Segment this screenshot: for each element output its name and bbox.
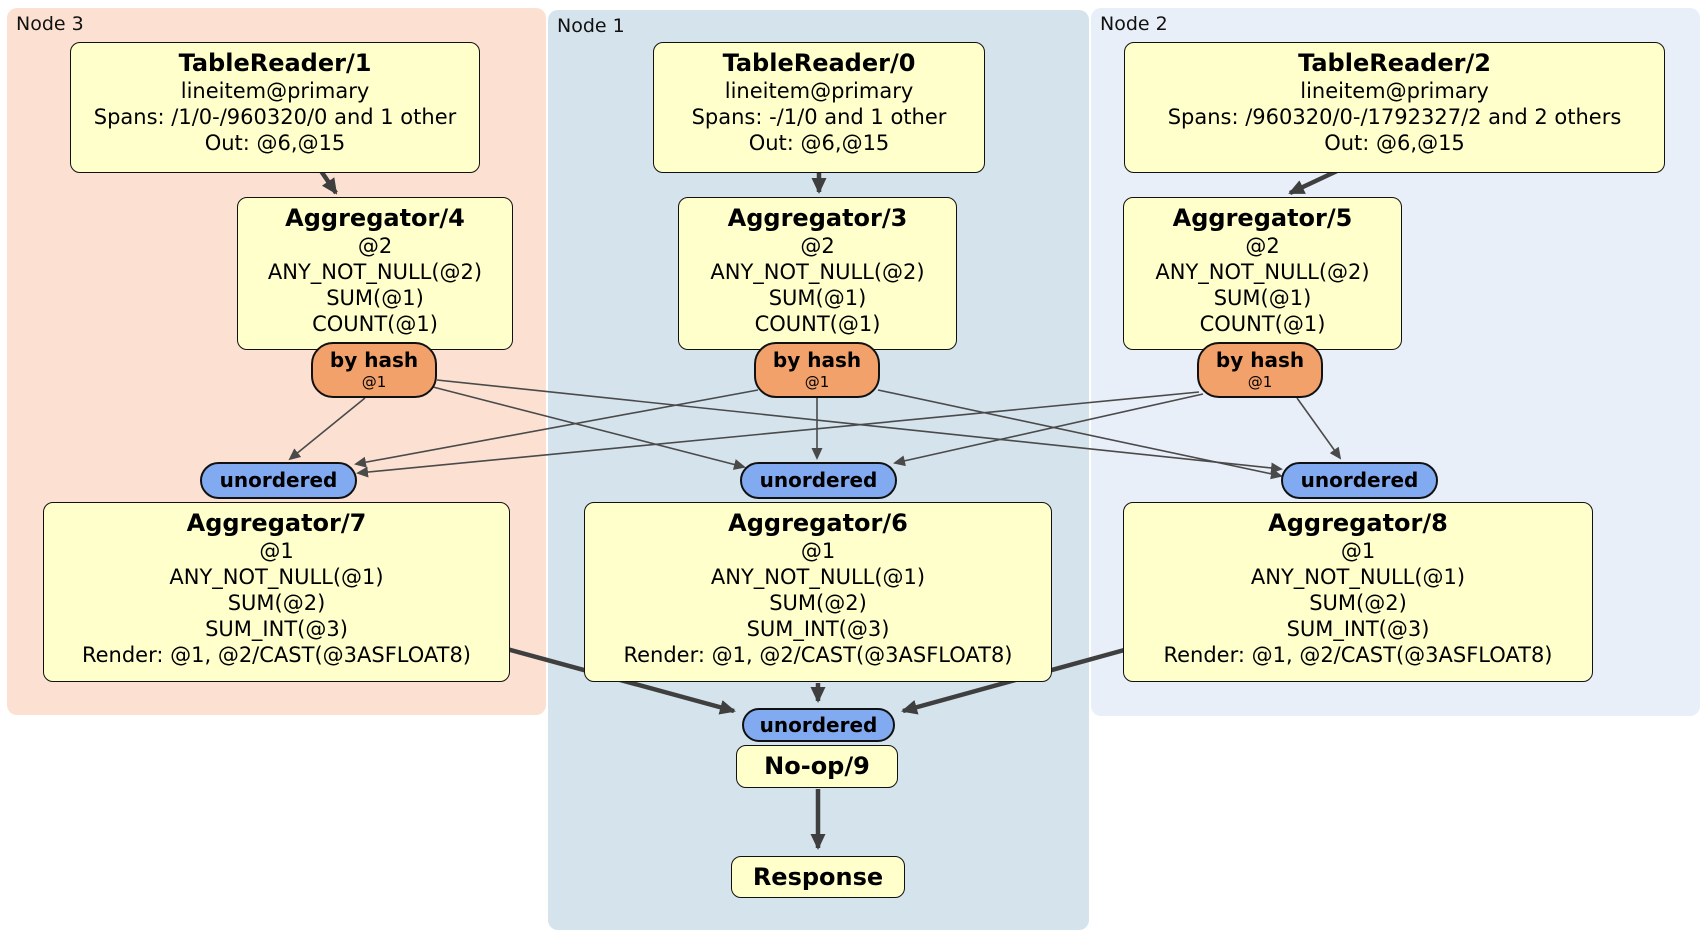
agg-fn: COUNT(@1) bbox=[312, 312, 438, 336]
node2-label: Node 2 bbox=[1100, 13, 1168, 35]
node3-label: Node 3 bbox=[16, 13, 84, 35]
agg-fn: SUM(@2) bbox=[769, 591, 867, 615]
hash-router-label: by hash bbox=[329, 348, 419, 372]
processor-title: TableReader/1 bbox=[178, 49, 372, 77]
processor-out: Out: @6,@15 bbox=[748, 131, 890, 155]
aggregator-4-box: Aggregator/4 @2 ANY_NOT_NULL(@2) SUM(@1)… bbox=[237, 197, 513, 350]
unordered-sync-8: unordered bbox=[1281, 462, 1438, 499]
agg-fn: SUM(@1) bbox=[1213, 286, 1312, 310]
agg-fn: ANY_NOT_NULL(@2) bbox=[710, 260, 925, 284]
agg-group-cols: @1 bbox=[259, 539, 294, 563]
processor-title: Aggregator/3 bbox=[727, 204, 908, 232]
processor-title: Aggregator/7 bbox=[186, 509, 367, 537]
hash-router-cols: @1 bbox=[804, 373, 830, 391]
processor-out: Out: @6,@15 bbox=[204, 131, 346, 155]
processor-title: Aggregator/8 bbox=[1268, 509, 1448, 537]
agg-fn: SUM_INT(@3) bbox=[1286, 617, 1430, 641]
processor-title: Aggregator/6 bbox=[728, 509, 908, 537]
processor-spans: Spans: /1/0-/960320/0 and 1 other bbox=[93, 105, 457, 129]
agg-fn: SUM(@1) bbox=[326, 286, 424, 310]
agg-fn: SUM(@2) bbox=[227, 591, 326, 615]
agg-fn: ANY_NOT_NULL(@2) bbox=[1155, 260, 1370, 284]
hash-router-cols: @1 bbox=[361, 373, 387, 391]
hash-router-label: by hash bbox=[1215, 348, 1305, 372]
agg-fn: ANY_NOT_NULL(@1) bbox=[169, 565, 384, 589]
response-box: Response bbox=[731, 856, 905, 898]
agg-render: Render: @1, @2/CAST(@3ASFLOAT8) bbox=[623, 643, 1013, 667]
table-reader-0-box: TableReader/0 lineitem@primary Spans: -/… bbox=[653, 42, 985, 173]
processor-index: lineitem@primary bbox=[1300, 79, 1489, 103]
agg-group-cols: @1 bbox=[800, 539, 836, 563]
agg-fn: ANY_NOT_NULL(@1) bbox=[1250, 565, 1466, 589]
agg-fn: COUNT(@1) bbox=[754, 312, 881, 336]
hash-router-3: by hash @1 bbox=[754, 342, 880, 398]
agg-render: Render: @1, @2/CAST(@3ASFLOAT8) bbox=[81, 643, 472, 667]
processor-title: TableReader/2 bbox=[1298, 49, 1491, 77]
processor-spans: Spans: /960320/0-/1792327/2 and 2 others bbox=[1167, 105, 1622, 129]
processor-title: Aggregator/4 bbox=[285, 204, 465, 232]
processor-title: Aggregator/5 bbox=[1172, 204, 1353, 232]
agg-group-cols: @2 bbox=[357, 234, 393, 258]
table-reader-2-box: TableReader/2 lineitem@primary Spans: /9… bbox=[1124, 42, 1665, 173]
agg-group-cols: @2 bbox=[1245, 234, 1280, 258]
agg-fn: SUM(@1) bbox=[768, 286, 867, 310]
table-reader-1-box: TableReader/1 lineitem@primary Spans: /1… bbox=[70, 42, 480, 173]
processor-index: lineitem@primary bbox=[724, 79, 914, 103]
agg-fn: SUM(@2) bbox=[1309, 591, 1407, 615]
hash-router-5: by hash @1 bbox=[1197, 342, 1323, 398]
agg-fn: ANY_NOT_NULL(@1) bbox=[710, 565, 926, 589]
unordered-sync-final: unordered bbox=[742, 708, 895, 742]
processor-title: Response bbox=[752, 863, 884, 891]
processor-out: Out: @6,@15 bbox=[1324, 131, 1465, 155]
noop-9-box: No-op/9 bbox=[736, 745, 898, 788]
hash-router-4: by hash @1 bbox=[311, 342, 437, 398]
aggregator-8-box: Aggregator/8 @1 ANY_NOT_NULL(@1) SUM(@2)… bbox=[1123, 502, 1593, 682]
unordered-sync-7: unordered bbox=[200, 462, 357, 499]
node1-label: Node 1 bbox=[557, 15, 625, 37]
hash-router-label: by hash bbox=[772, 348, 862, 372]
agg-group-cols: @1 bbox=[1340, 539, 1376, 563]
processor-index: lineitem@primary bbox=[180, 79, 370, 103]
aggregator-6-box: Aggregator/6 @1 ANY_NOT_NULL(@1) SUM(@2)… bbox=[584, 502, 1052, 682]
agg-fn: ANY_NOT_NULL(@2) bbox=[267, 260, 483, 284]
aggregator-7-box: Aggregator/7 @1 ANY_NOT_NULL(@1) SUM(@2)… bbox=[43, 502, 510, 682]
aggregator-3-box: Aggregator/3 @2 ANY_NOT_NULL(@2) SUM(@1)… bbox=[678, 197, 957, 350]
processor-title: No-op/9 bbox=[764, 752, 870, 780]
aggregator-5-box: Aggregator/5 @2 ANY_NOT_NULL(@2) SUM(@1)… bbox=[1123, 197, 1402, 350]
agg-fn: COUNT(@1) bbox=[1199, 312, 1326, 336]
hash-router-cols: @1 bbox=[1247, 373, 1273, 391]
agg-render: Render: @1, @2/CAST(@3ASFLOAT8) bbox=[1163, 643, 1553, 667]
processor-title: TableReader/0 bbox=[722, 49, 916, 77]
unordered-sync-6: unordered bbox=[740, 462, 897, 499]
processor-spans: Spans: -/1/0 and 1 other bbox=[691, 105, 947, 129]
agg-fn: SUM_INT(@3) bbox=[746, 617, 890, 641]
agg-group-cols: @2 bbox=[800, 234, 835, 258]
agg-fn: SUM_INT(@3) bbox=[205, 617, 348, 641]
